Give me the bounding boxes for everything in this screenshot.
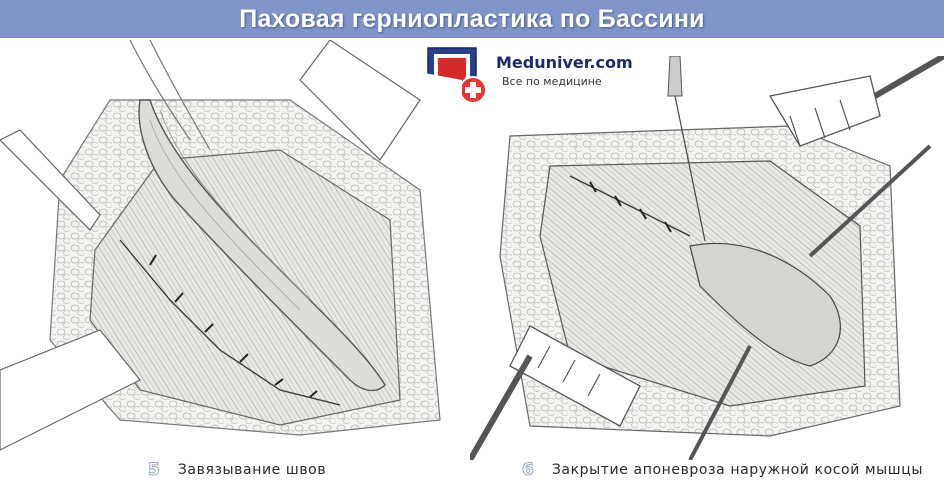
page-title: Паховая герниопластика по Бассини xyxy=(239,4,705,33)
title-bar: Паховая герниопластика по Бассини xyxy=(0,0,944,38)
logo-name: Meduniver.com xyxy=(496,53,633,72)
figure-6-number: 6 xyxy=(522,460,535,481)
figure-6-caption: 6 Закрытие апоневроза наружной косой мыш… xyxy=(522,458,923,482)
surgical-illustration-6 xyxy=(470,56,944,460)
figure-5-caption: 5 Завязывание швов xyxy=(148,458,326,482)
figure-5-number: 5 xyxy=(148,460,161,481)
logo-tagline: Все по медицине xyxy=(502,75,602,88)
figure-6-caption-text: Закрытие апоневроза наружной косой мышцы xyxy=(551,462,923,478)
surgical-illustration-5 xyxy=(0,40,462,460)
figure-5-caption-text: Завязывание швов xyxy=(177,462,327,478)
